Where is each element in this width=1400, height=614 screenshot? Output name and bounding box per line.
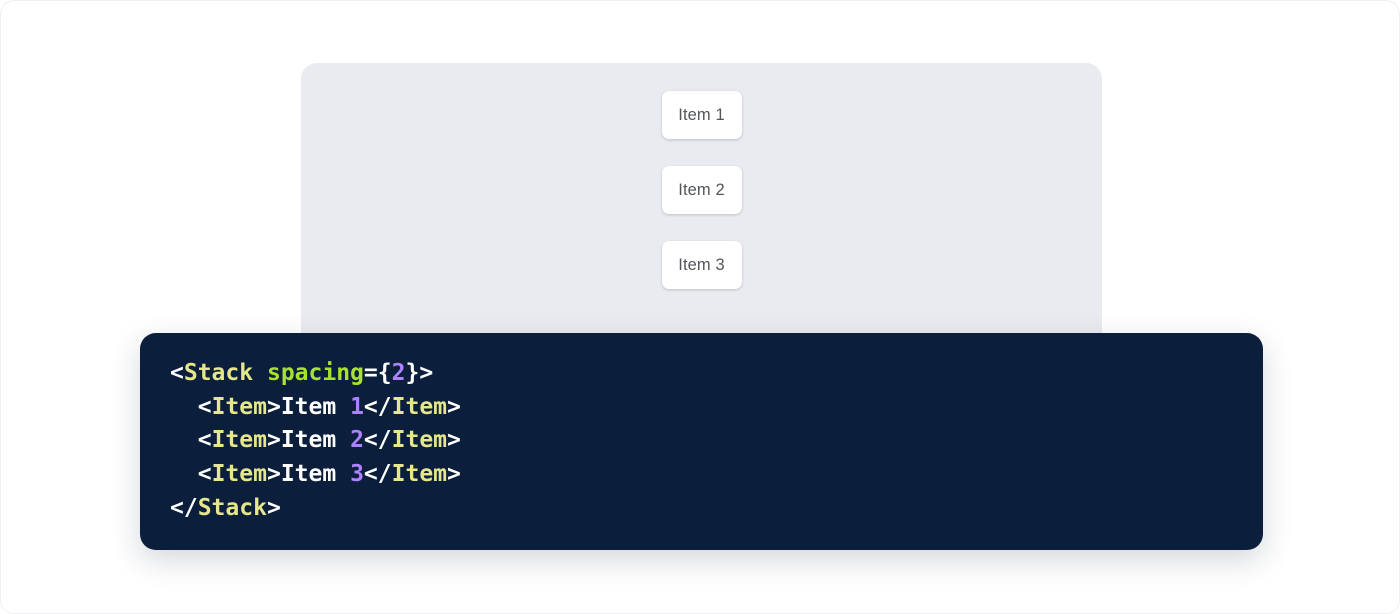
code-token-text: Item [280,427,351,454]
code-snippet-panel: <Stack spacing={2}> <Item>Item 1</Item> … [140,333,1263,550]
code-line: <Item>Item 2</Item> [170,424,1233,458]
code-line: </Stack> [170,492,1233,526]
code-token-punct: > [266,461,281,488]
code-token-num: 2 [391,360,406,386]
code-line: <Item>Item 1</Item> [170,391,1233,425]
code-token-tag: Item [211,461,267,488]
code-token-tag: Item [391,427,448,454]
code-token-tag: Item [211,427,267,454]
stack-item[interactable]: Item 1 [661,91,742,139]
code-line: <Stack spacing={2}> [170,357,1233,391]
code-token-punct: < [197,393,212,420]
code-token-tag: Stack [183,360,254,386]
code-token-punct: > [266,427,281,454]
code-token-num: 2 [350,427,364,454]
stack-container: Item 1 Item 2 Item 3 [301,91,1102,289]
code-token-punct: < [197,461,212,488]
code-token-tag: Item [391,393,448,420]
code-token-punct: > [266,494,281,521]
code-token-punct: < [197,427,212,454]
code-token-punct: ={ [363,360,392,386]
code-token-tag: Item [391,461,448,488]
code-token-punct: </ [363,393,392,420]
code-token-text [253,360,267,386]
code-token-text: Item [280,393,351,420]
code-block[interactable]: <Stack spacing={2}> <Item>Item 1</Item> … [170,357,1233,525]
code-token-punct: > [266,393,281,420]
code-token-num: 1 [350,393,364,420]
code-token-punct: </ [363,427,392,454]
code-token-punct: </ [170,494,198,521]
code-token-attr: spacing [266,360,364,386]
code-token-punct: < [170,360,184,386]
code-token-punct: </ [363,461,392,488]
code-token-tag: Item [211,393,267,420]
code-token-num: 3 [350,461,364,488]
code-line: <Item>Item 3</Item> [170,458,1233,492]
stack-item[interactable]: Item 2 [661,166,742,214]
code-token-punct: > [447,427,461,454]
code-token-text: Item [280,461,351,488]
code-token-punct: > [447,461,461,488]
code-token-punct: > [447,393,461,420]
component-preview-panel: Item 1 Item 2 Item 3 [301,63,1102,353]
code-token-punct: }> [405,360,434,386]
code-token-tag: Stack [197,494,267,521]
stack-item[interactable]: Item 3 [661,241,742,289]
